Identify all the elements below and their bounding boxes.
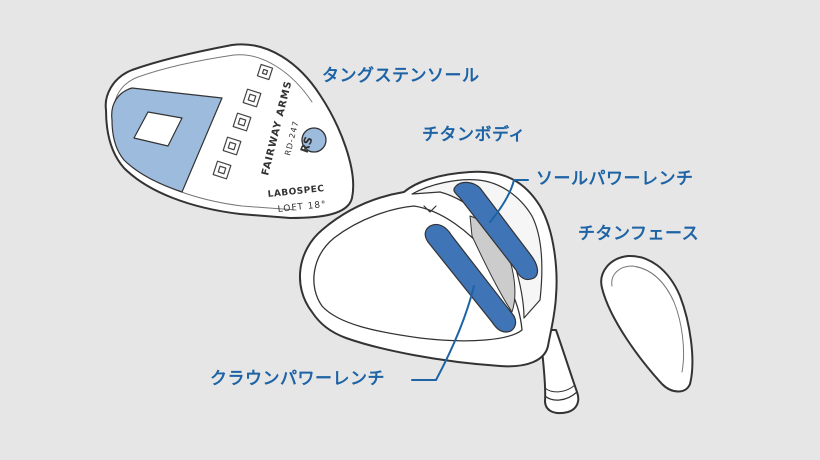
face-insert-outline [600,254,694,393]
sole-plate-inner-edge [113,54,313,111]
hosel-ring [544,391,578,401]
leader-lines [411,179,529,381]
rs-badge [301,127,327,153]
titanium-body-label: チタンボディ [422,125,526,145]
sole-power-wrench-label: ソールパワーレンチ [536,169,694,189]
rs-badge-text: RS [298,135,316,155]
sole-logo-squares [212,63,274,180]
face-insert-inner-edge [611,265,685,373]
crown-power-wrench-label: クラウンパワーレンチ [210,369,385,389]
titanium-face-insert [600,254,694,393]
crown-power-wrench [424,223,517,333]
hosel [539,329,580,415]
tungsten-sole-label: タングステンソール [322,66,480,86]
sole-plate [104,43,355,219]
hosel-ring-2 [544,384,576,393]
titanium-face-label: チタンフェース [578,224,700,244]
alignment-mark [423,205,437,213]
sole-wrench-leader [489,179,529,223]
crown-wrench-leader [411,285,475,381]
sole-power-wrench [453,181,539,281]
tungsten-window [133,111,183,147]
